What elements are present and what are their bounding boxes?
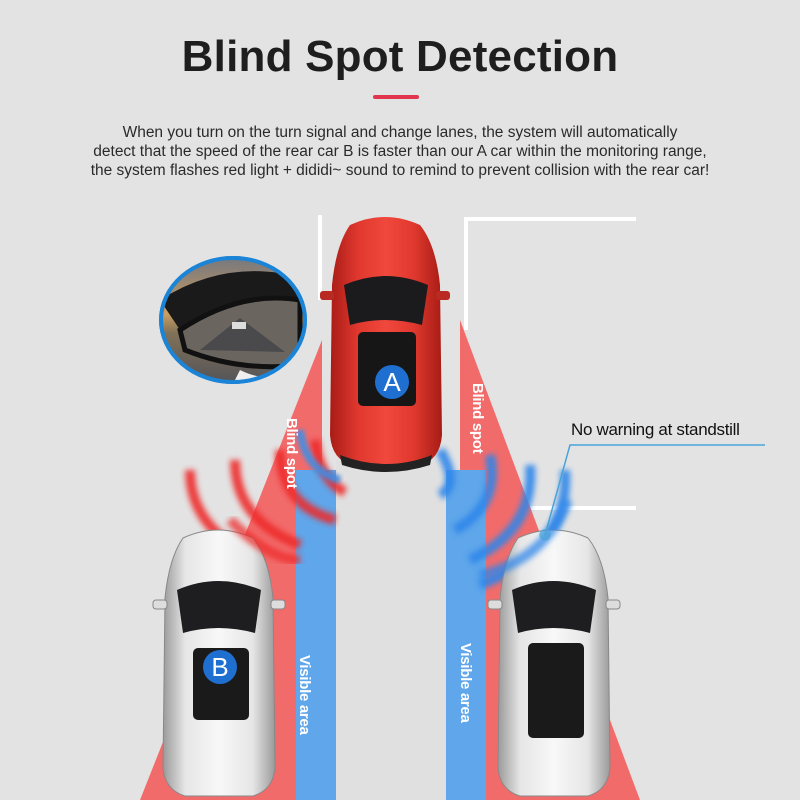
side-mirror-inset	[159, 256, 307, 384]
standstill-callout: No warning at standstill	[571, 420, 740, 439]
description-line: the system flashes red light + dididi~ s…	[90, 162, 710, 179]
description-line: When you turn on the turn signal and cha…	[122, 124, 678, 141]
visible-area-left	[296, 470, 336, 800]
page-title: Blind Spot Detection	[181, 32, 619, 81]
description-line: detect that the speed of the rear car B …	[93, 143, 707, 160]
description: When you turn on the turn signal and cha…	[40, 123, 760, 180]
car-c	[487, 529, 621, 797]
blind-spot-label-right: Blind spot	[469, 383, 486, 454]
car-a	[320, 217, 450, 472]
title-underline	[373, 95, 419, 99]
car-a-badge: A	[375, 365, 409, 399]
blind-spot-label-left: Blind spot	[283, 418, 300, 489]
car-b-badge: B	[203, 650, 237, 684]
visible-area-label-left: Visible area	[296, 655, 313, 735]
visible-area-label-right: Visible area	[457, 643, 474, 723]
callout-leader	[539, 444, 765, 541]
